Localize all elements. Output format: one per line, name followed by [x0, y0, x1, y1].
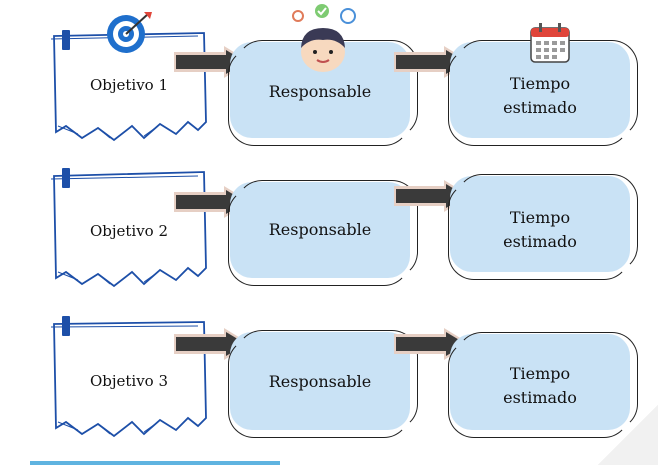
responsible-label: Responsable	[268, 372, 372, 391]
box-outline	[228, 188, 410, 286]
objective-row-3: Objetivo 3 Responsable Tiempo	[0, 300, 658, 450]
objective-note: Objetivo 2	[48, 166, 210, 288]
target-icon	[107, 12, 152, 53]
objective-row-2: Objetivo 2 Responsable Tiempo	[0, 150, 658, 300]
responsible-label: Responsable	[268, 220, 372, 239]
objective-label: Objetivo 2	[89, 222, 169, 240]
person-thinking-icon	[292, 4, 356, 72]
box-outline	[448, 48, 630, 146]
box-outline	[456, 174, 638, 272]
box-outline	[236, 180, 418, 278]
accent-bar	[30, 461, 280, 465]
box-outline	[448, 340, 630, 438]
box-outline	[228, 48, 410, 146]
box-outline	[456, 332, 638, 430]
note-paper-icon	[50, 316, 207, 438]
objective-label: Objetivo 3	[89, 372, 169, 390]
calendar-icon	[530, 23, 570, 63]
objective-row-1: Objetivo 1 Responsable Tiempo	[0, 0, 658, 150]
objective-note: Objetivo 3	[48, 314, 210, 438]
box-outline	[448, 182, 630, 280]
objective-note: Objetivo 1	[48, 30, 210, 142]
objective-label: Objetivo 1	[89, 76, 169, 94]
box-outline	[228, 338, 410, 438]
note-paper-icon	[50, 30, 207, 142]
time-label: Tiempo estimado	[503, 364, 577, 407]
box-outline	[236, 330, 418, 430]
time-label: Tiempo estimado	[503, 74, 577, 117]
time-label: Tiempo estimado	[503, 208, 577, 251]
responsible-label: Responsable	[268, 82, 372, 101]
note-paper-icon	[50, 168, 207, 288]
